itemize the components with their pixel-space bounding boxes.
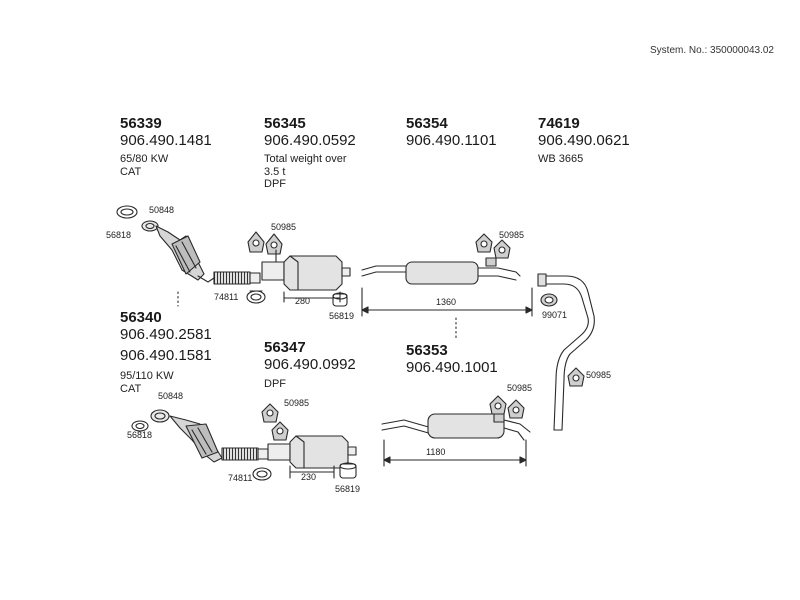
part-label: 56818 xyxy=(127,430,153,440)
group-number: 74619 xyxy=(538,115,580,132)
part-label: 56819 xyxy=(329,311,355,321)
hanger-icon xyxy=(540,293,558,307)
dimension-line xyxy=(283,291,341,303)
group-number: 56340 xyxy=(120,309,162,326)
gasket-icon xyxy=(507,399,525,419)
gasket-icon xyxy=(261,403,279,423)
group-info: Total weight over 3.5 t DPF xyxy=(264,153,347,191)
group-oe-number: 906.490.1001 xyxy=(406,359,498,376)
gasket-icon xyxy=(141,220,159,232)
group-number: 56345 xyxy=(264,115,306,132)
gasket-icon xyxy=(271,421,289,441)
dimension-value: 230 xyxy=(301,472,317,482)
catalytic-converter-icon xyxy=(155,225,215,283)
part-label: 74811 xyxy=(214,292,239,302)
group-info: DPF xyxy=(264,378,286,390)
group-info: 95/110 KW CAT xyxy=(120,370,174,395)
gasket-icon xyxy=(265,233,283,255)
clamp-icon xyxy=(252,467,272,481)
part-label: 50985 xyxy=(284,398,310,408)
gasket-icon xyxy=(247,231,265,253)
tail-pipe-icon xyxy=(537,273,595,431)
group-oe-number: 906.490.2581 xyxy=(120,326,212,343)
part-label: 56819 xyxy=(335,484,361,494)
gasket-icon xyxy=(493,239,511,259)
part-label: 50985 xyxy=(499,230,525,240)
group-oe-number: 906.490.0992 xyxy=(264,356,356,373)
group-oe-number: 906.490.1481 xyxy=(120,132,212,149)
part-label: 50985 xyxy=(271,222,297,232)
part-label: 56818 xyxy=(106,230,132,240)
part-label: 50985 xyxy=(586,370,612,380)
clamp-icon xyxy=(116,205,138,219)
dimension-value: 280 xyxy=(295,296,311,306)
group-oe-number: 906.490.1101 xyxy=(406,132,497,149)
clamp-icon xyxy=(246,290,266,304)
dpf-icon xyxy=(267,435,357,469)
dimension-value: 1180 xyxy=(426,447,446,457)
group-number: 56347 xyxy=(264,339,306,356)
gasket-icon xyxy=(150,409,170,423)
group-number: 56339 xyxy=(120,115,162,132)
group-number: 56354 xyxy=(406,115,448,132)
dimension-line xyxy=(383,439,527,467)
system-number: System. No.: 350000043.02 xyxy=(650,45,774,56)
dpf-icon xyxy=(261,249,351,291)
gasket-icon xyxy=(489,395,507,415)
group-info: 65/80 KW CAT xyxy=(120,153,169,178)
clamp-icon xyxy=(339,462,357,479)
group-oe-number: 906.490.0592 xyxy=(264,132,356,149)
part-label: 74811 xyxy=(228,473,253,483)
group-number: 56353 xyxy=(406,342,448,359)
part-label: 50848 xyxy=(149,205,175,215)
dimension-value: 1360 xyxy=(436,297,457,307)
group-oe-number: 906.490.0621 xyxy=(538,132,630,149)
flex-pipe-icon xyxy=(221,447,269,461)
group-info: WB 3665 xyxy=(538,153,584,165)
gasket-icon xyxy=(567,367,585,387)
muffler-icon xyxy=(361,257,521,285)
part-label: 50985 xyxy=(507,383,533,393)
gasket-icon xyxy=(475,233,493,253)
catalytic-converter-icon xyxy=(169,415,223,463)
group-oe-number-alt: 906.490.1581 xyxy=(120,347,212,364)
flex-pipe-icon xyxy=(213,271,261,285)
part-label: 99071 xyxy=(542,310,568,320)
part-label: 50848 xyxy=(158,391,184,401)
dimension-line xyxy=(361,287,533,317)
clamp-icon xyxy=(131,420,149,432)
dimension-line xyxy=(289,465,335,479)
muffler-icon xyxy=(381,413,531,441)
